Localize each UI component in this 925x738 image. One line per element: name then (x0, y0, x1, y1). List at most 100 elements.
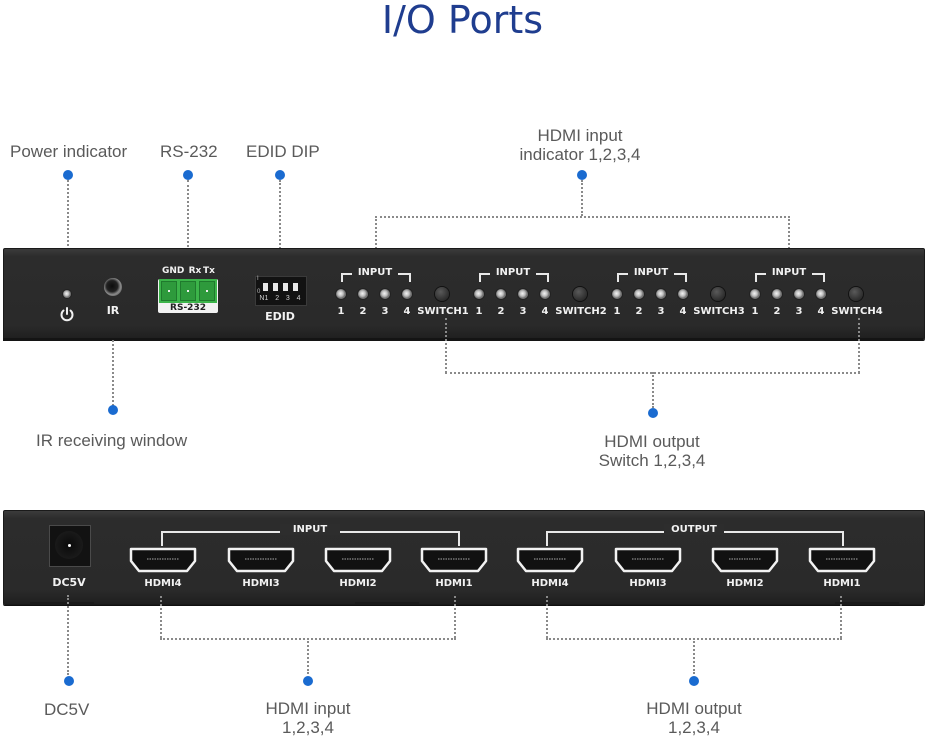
hdmi-input-port-hdmi2[interactable] (324, 547, 392, 573)
input-indicator-led-4 (678, 289, 688, 299)
leader-line-hdmi-input-indicator (581, 180, 583, 216)
switch-button-4[interactable] (849, 287, 863, 301)
rear-foot (30, 602, 94, 605)
hdmi-input-port-hdmi4[interactable] (129, 547, 197, 573)
callout-dc5v: DC5V (44, 700, 90, 719)
callout-line: HDMI input (537, 126, 623, 145)
rs232-plate-label: RS-232 (170, 303, 206, 313)
input-bracket-label: INPUT (352, 267, 398, 278)
dip-toggle-1[interactable] (263, 283, 268, 291)
callout-line: Switch 1,2,3,4 (598, 451, 706, 470)
input-number-label: 4 (541, 306, 549, 317)
input-number-label: 1 (751, 306, 759, 317)
input-indicator-led-1 (336, 289, 346, 299)
hdmi-output-port-hdmi2[interactable] (711, 547, 779, 573)
leader-line (546, 596, 548, 638)
input-number-label: 3 (381, 306, 389, 317)
input-indicator-led-1 (750, 289, 760, 299)
front-panel (3, 248, 925, 340)
terminal-screw (199, 281, 216, 301)
switch-button-3[interactable] (711, 287, 725, 301)
hdmi-port-label: HDMI1 (823, 578, 861, 589)
hdmi-input-port-hdmi3[interactable] (227, 547, 295, 573)
dip-mark-on: I (257, 276, 259, 282)
dip-number: 2 (275, 295, 280, 302)
leader-line-ir (112, 340, 114, 406)
dip-number: 4 (296, 295, 301, 302)
leader-line-rs232 (187, 180, 189, 275)
input-indicator-led-3 (380, 289, 390, 299)
marker-dot-hdmi-output (689, 676, 699, 686)
switch-button-2[interactable] (573, 287, 587, 301)
input-bracket-label: INPUT (280, 524, 340, 535)
input-number-label: 2 (359, 306, 367, 317)
input-number-label: 2 (773, 306, 781, 317)
marker-dot-hdmi-output-switch (648, 408, 658, 418)
power-icon (59, 306, 75, 322)
marker-dot-power (63, 170, 73, 180)
input-indicator-led-4 (816, 289, 826, 299)
callout-hdmi-output-switch: HDMI output Switch 1,2,3,4 (572, 432, 732, 470)
callout-hdmi-input-indicator: HDMI input indicator 1,2,3,4 (500, 126, 660, 164)
switch-label: SWITCH3 (693, 306, 745, 317)
rs232-pin-gnd: GND (162, 266, 185, 276)
input-number-label: 3 (657, 306, 665, 317)
callout-line: HDMI output (646, 699, 742, 718)
leader-line (858, 318, 860, 373)
hdmi-port-label: HDMI2 (726, 578, 764, 589)
leader-line (454, 596, 456, 638)
rs232-terminal-block[interactable] (159, 279, 217, 303)
callout-edid-dip: EDID DIP (246, 142, 320, 161)
dc-jack-pin (68, 544, 71, 547)
hdmi-port-label: HDMI2 (339, 578, 377, 589)
input-bracket-label: INPUT (766, 267, 812, 278)
leader-line (788, 216, 790, 268)
input-indicator-led-2 (358, 289, 368, 299)
input-indicator-led-1 (474, 289, 484, 299)
callout-line: HDMI input (265, 699, 351, 718)
input-indicator-led-3 (794, 289, 804, 299)
callout-rs232: RS-232 (160, 142, 218, 161)
rear-foot (355, 602, 419, 605)
marker-dot-ir (108, 405, 118, 415)
input-indicator-led-3 (656, 289, 666, 299)
input-number-label: 3 (519, 306, 527, 317)
input-number-label: 2 (635, 306, 643, 317)
dip-toggle-3[interactable] (283, 283, 288, 291)
switch-button-1[interactable] (435, 287, 449, 301)
callout-hdmi-input: HDMI input 1,2,3,4 (228, 699, 388, 737)
dip-toggle-4[interactable] (293, 283, 298, 291)
leader-line-hdmi-output-switch (652, 372, 654, 408)
callout-line: 1,2,3,4 (668, 718, 720, 737)
dip-number: N1 (259, 295, 269, 302)
switch-label: SWITCH2 (555, 306, 607, 317)
input-bracket-label: INPUT (628, 267, 674, 278)
edid-label: EDID (265, 310, 295, 323)
leader-line (840, 596, 842, 638)
power-led (63, 290, 71, 298)
hdmi-port-label: HDMI3 (242, 578, 280, 589)
input-number-label: 1 (613, 306, 621, 317)
input-number-label: 4 (403, 306, 411, 317)
input-bracket-label: INPUT (490, 267, 536, 278)
switch-label: SWITCH1 (417, 306, 469, 317)
hdmi-output-port-hdmi1[interactable] (808, 547, 876, 573)
dip-toggle-2[interactable] (273, 283, 278, 291)
hdmi-output-port-hdmi4[interactable] (516, 547, 584, 573)
leader-line-hdmi-output (693, 638, 695, 674)
marker-dot-rs232 (183, 170, 193, 180)
marker-dot-hdmi-input-indicator (577, 170, 587, 180)
edid-dip-switch[interactable] (255, 276, 307, 306)
callout-line: 1,2,3,4 (282, 718, 334, 737)
hdmi-port-label: HDMI3 (629, 578, 667, 589)
ir-label: IR (106, 304, 120, 317)
hdmi-input-port-hdmi1[interactable] (420, 547, 488, 573)
input-number-label: 2 (497, 306, 505, 317)
leader-line (445, 318, 447, 373)
hdmi-output-port-hdmi3[interactable] (614, 547, 682, 573)
callout-power-indicator: Power indicator (10, 142, 128, 161)
leader-bracket-hdmi-input-indicator (375, 216, 790, 218)
callout-hdmi-output: HDMI output 1,2,3,4 (614, 699, 774, 737)
terminal-screw (160, 281, 177, 301)
input-indicator-led-2 (496, 289, 506, 299)
